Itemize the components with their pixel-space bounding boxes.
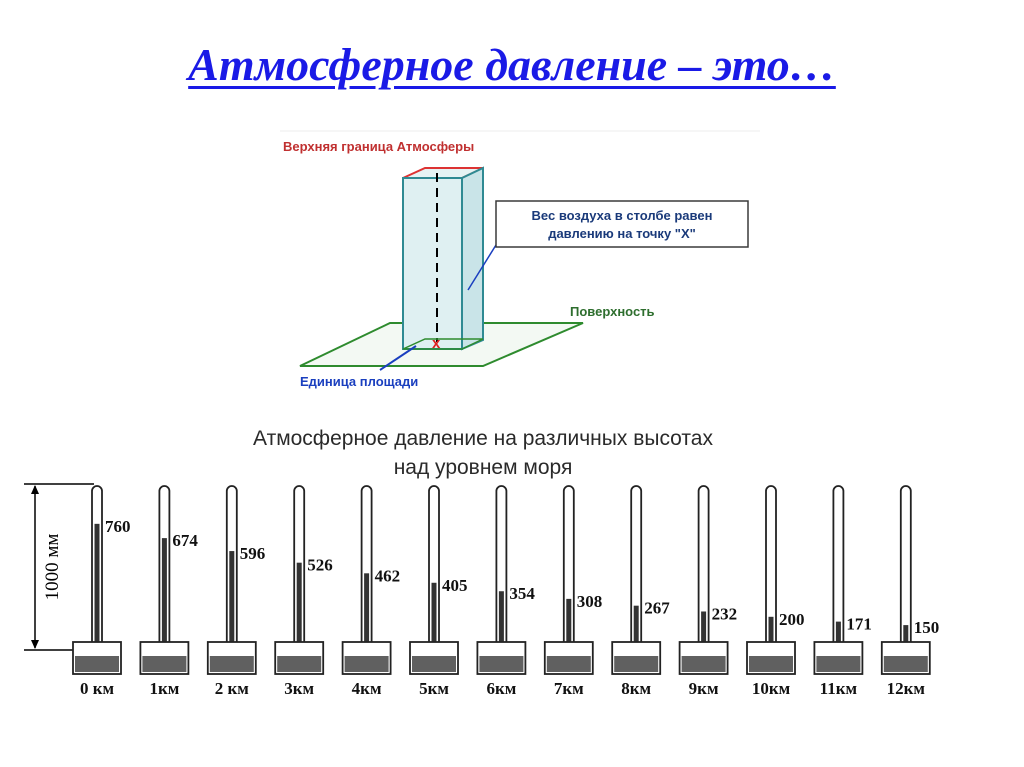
altitude-label: 3км xyxy=(284,679,314,698)
reservoir-mercury xyxy=(749,656,793,672)
atmosphere-top-label: Верхняя граница Атмосферы xyxy=(283,139,474,154)
mercury-column xyxy=(431,582,437,658)
altitude-label: 7км xyxy=(554,679,584,698)
reservoir-mercury xyxy=(412,656,456,672)
altitude-label: 10км xyxy=(752,679,791,698)
scale-label: 1000 мм xyxy=(42,534,63,601)
column-side-face xyxy=(461,166,484,351)
altitude-label: 12км xyxy=(887,679,926,698)
reservoir-mercury xyxy=(546,656,591,672)
pressure-value-label: 760 xyxy=(105,517,131,536)
pressure-value-label: 232 xyxy=(712,604,738,623)
pressure-value-label: 405 xyxy=(442,576,468,595)
reservoir-mercury xyxy=(479,656,524,672)
mercury-column xyxy=(94,523,100,658)
callout-box xyxy=(495,200,749,248)
mercury-column xyxy=(498,591,504,658)
air-column-diagram: x Единица площади Верхняя граница Атмосф… xyxy=(280,130,760,389)
altitude-label: 0 км xyxy=(80,679,115,698)
reservoir-mercury xyxy=(883,656,928,672)
mercury-column xyxy=(229,551,235,658)
mercury-column xyxy=(701,611,707,658)
chart-title-line-2: над уровнем моря xyxy=(394,456,573,479)
chart-title-line-1: Атмосферное давление на различных высота… xyxy=(253,427,713,450)
barometer-tubes: 760 0 км 674 1км 596 2 км 526 3км 462 4км 405 5км 35… xyxy=(72,485,940,698)
mercury-column xyxy=(364,573,370,658)
reservoir-mercury xyxy=(681,656,726,672)
pressure-value-label: 267 xyxy=(644,599,670,618)
scale-arrow-up xyxy=(31,485,39,494)
altitude-label: 6км xyxy=(486,679,516,698)
area-label: Единица площади xyxy=(300,374,418,389)
mercury-column xyxy=(566,598,572,658)
pressure-value-label: 171 xyxy=(846,615,872,634)
pressure-value-label: 150 xyxy=(914,618,940,637)
reservoir-mercury xyxy=(344,656,389,672)
mercury-column xyxy=(835,621,841,658)
reservoir-mercury xyxy=(75,656,119,672)
reservoir-mercury xyxy=(277,656,322,672)
altitude-label: 9км xyxy=(689,679,719,698)
reservoir-mercury xyxy=(142,656,187,672)
pressure-value-label: 674 xyxy=(172,531,198,550)
altitude-label: 4км xyxy=(352,679,382,698)
altitude-label: 2 км xyxy=(215,679,250,698)
pressure-value-label: 596 xyxy=(240,544,265,563)
altitude-label: 8км xyxy=(621,679,651,698)
altitude-label: 11км xyxy=(820,679,858,698)
barometer-chart: Атмосферное давление на различных высота… xyxy=(24,427,939,698)
pressure-value-label: 200 xyxy=(779,610,805,629)
scale-arrow-down xyxy=(31,640,39,649)
pressure-value-label: 308 xyxy=(577,592,603,611)
reservoir-mercury xyxy=(816,656,861,672)
callout-line-1: Вес воздуха в столбе равен xyxy=(532,208,713,223)
mercury-column xyxy=(633,605,639,658)
pressure-value-label: 462 xyxy=(375,566,401,585)
pressure-value-label: 526 xyxy=(307,556,333,575)
altitude-label: 1км xyxy=(149,679,179,698)
reservoir-mercury xyxy=(614,656,659,672)
callout-pointer-line xyxy=(467,244,497,291)
altitude-label: 5км xyxy=(419,679,449,698)
pressure-value-label: 354 xyxy=(509,584,535,603)
point-x-mark: x xyxy=(432,335,441,352)
surface-label: Поверхность xyxy=(570,304,655,319)
callout-line-2: давлению на точку "X" xyxy=(548,226,696,241)
mercury-column xyxy=(161,538,167,658)
slide-title: Атмосферное давление – это… xyxy=(188,39,836,90)
column-base xyxy=(402,338,484,350)
mercury-column xyxy=(296,562,302,658)
area-pointer-line xyxy=(379,345,417,371)
reservoir-mercury xyxy=(209,656,254,672)
column-front-face xyxy=(402,177,463,350)
mercury-column xyxy=(768,616,774,658)
